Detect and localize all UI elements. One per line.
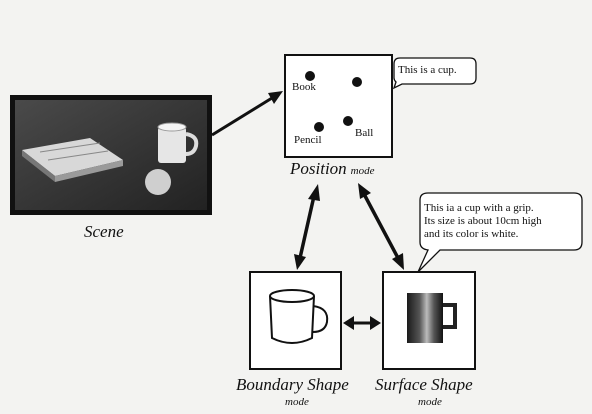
- ball-marker: [343, 116, 353, 126]
- surface-mode-label: mode: [418, 396, 442, 408]
- shaded-cup-icon: [407, 293, 457, 343]
- arrows: [211, 91, 404, 330]
- boundary-shape-panel: [249, 271, 342, 370]
- surface-bubble-line: Its size is about 10cm high: [424, 215, 542, 227]
- boundary-surface-arrow: [343, 316, 381, 330]
- scene-photo: [10, 95, 212, 215]
- scene-label: Scene: [84, 222, 124, 241]
- position-boundary-arrow: [294, 184, 320, 270]
- object-label-book: Book: [292, 81, 316, 93]
- position-mode-label: Position mode: [290, 159, 375, 179]
- ball-in-scene: [145, 169, 171, 195]
- boundary-shape-label: Boundary Shape: [236, 375, 349, 394]
- surface-shape-panel: [382, 271, 476, 370]
- cup-outline-icon: [269, 289, 329, 344]
- boundary-mode-label: mode: [285, 396, 309, 408]
- cup-in-scene: [157, 122, 199, 163]
- position-label: Position: [290, 159, 347, 178]
- object-label-pencil: Pencil: [294, 134, 322, 146]
- surface-shape-label: Surface Shape: [375, 375, 473, 394]
- position-speech-bubble: [392, 57, 477, 90]
- surface-speech-bubble: [417, 192, 583, 273]
- surface-bubble-line: This ia a cup with a grip.: [424, 202, 534, 214]
- book-in-scene: [22, 138, 123, 182]
- object-label-ball: Ball: [355, 127, 374, 139]
- position-panel: [284, 54, 393, 158]
- scene-to-position-arrow: [211, 91, 283, 137]
- pencil-marker: [314, 122, 324, 132]
- cup-marker: [352, 77, 362, 87]
- surface-bubble-line: and its color is white.: [424, 228, 519, 240]
- position-bubble-text: This is a cup.: [398, 64, 457, 76]
- book-marker: [305, 71, 315, 81]
- position-surface-arrow: [358, 183, 404, 270]
- surface-bubble-text: This ia a cup with a grip. Its size is a…: [424, 202, 542, 241]
- position-mode: mode: [350, 165, 375, 177]
